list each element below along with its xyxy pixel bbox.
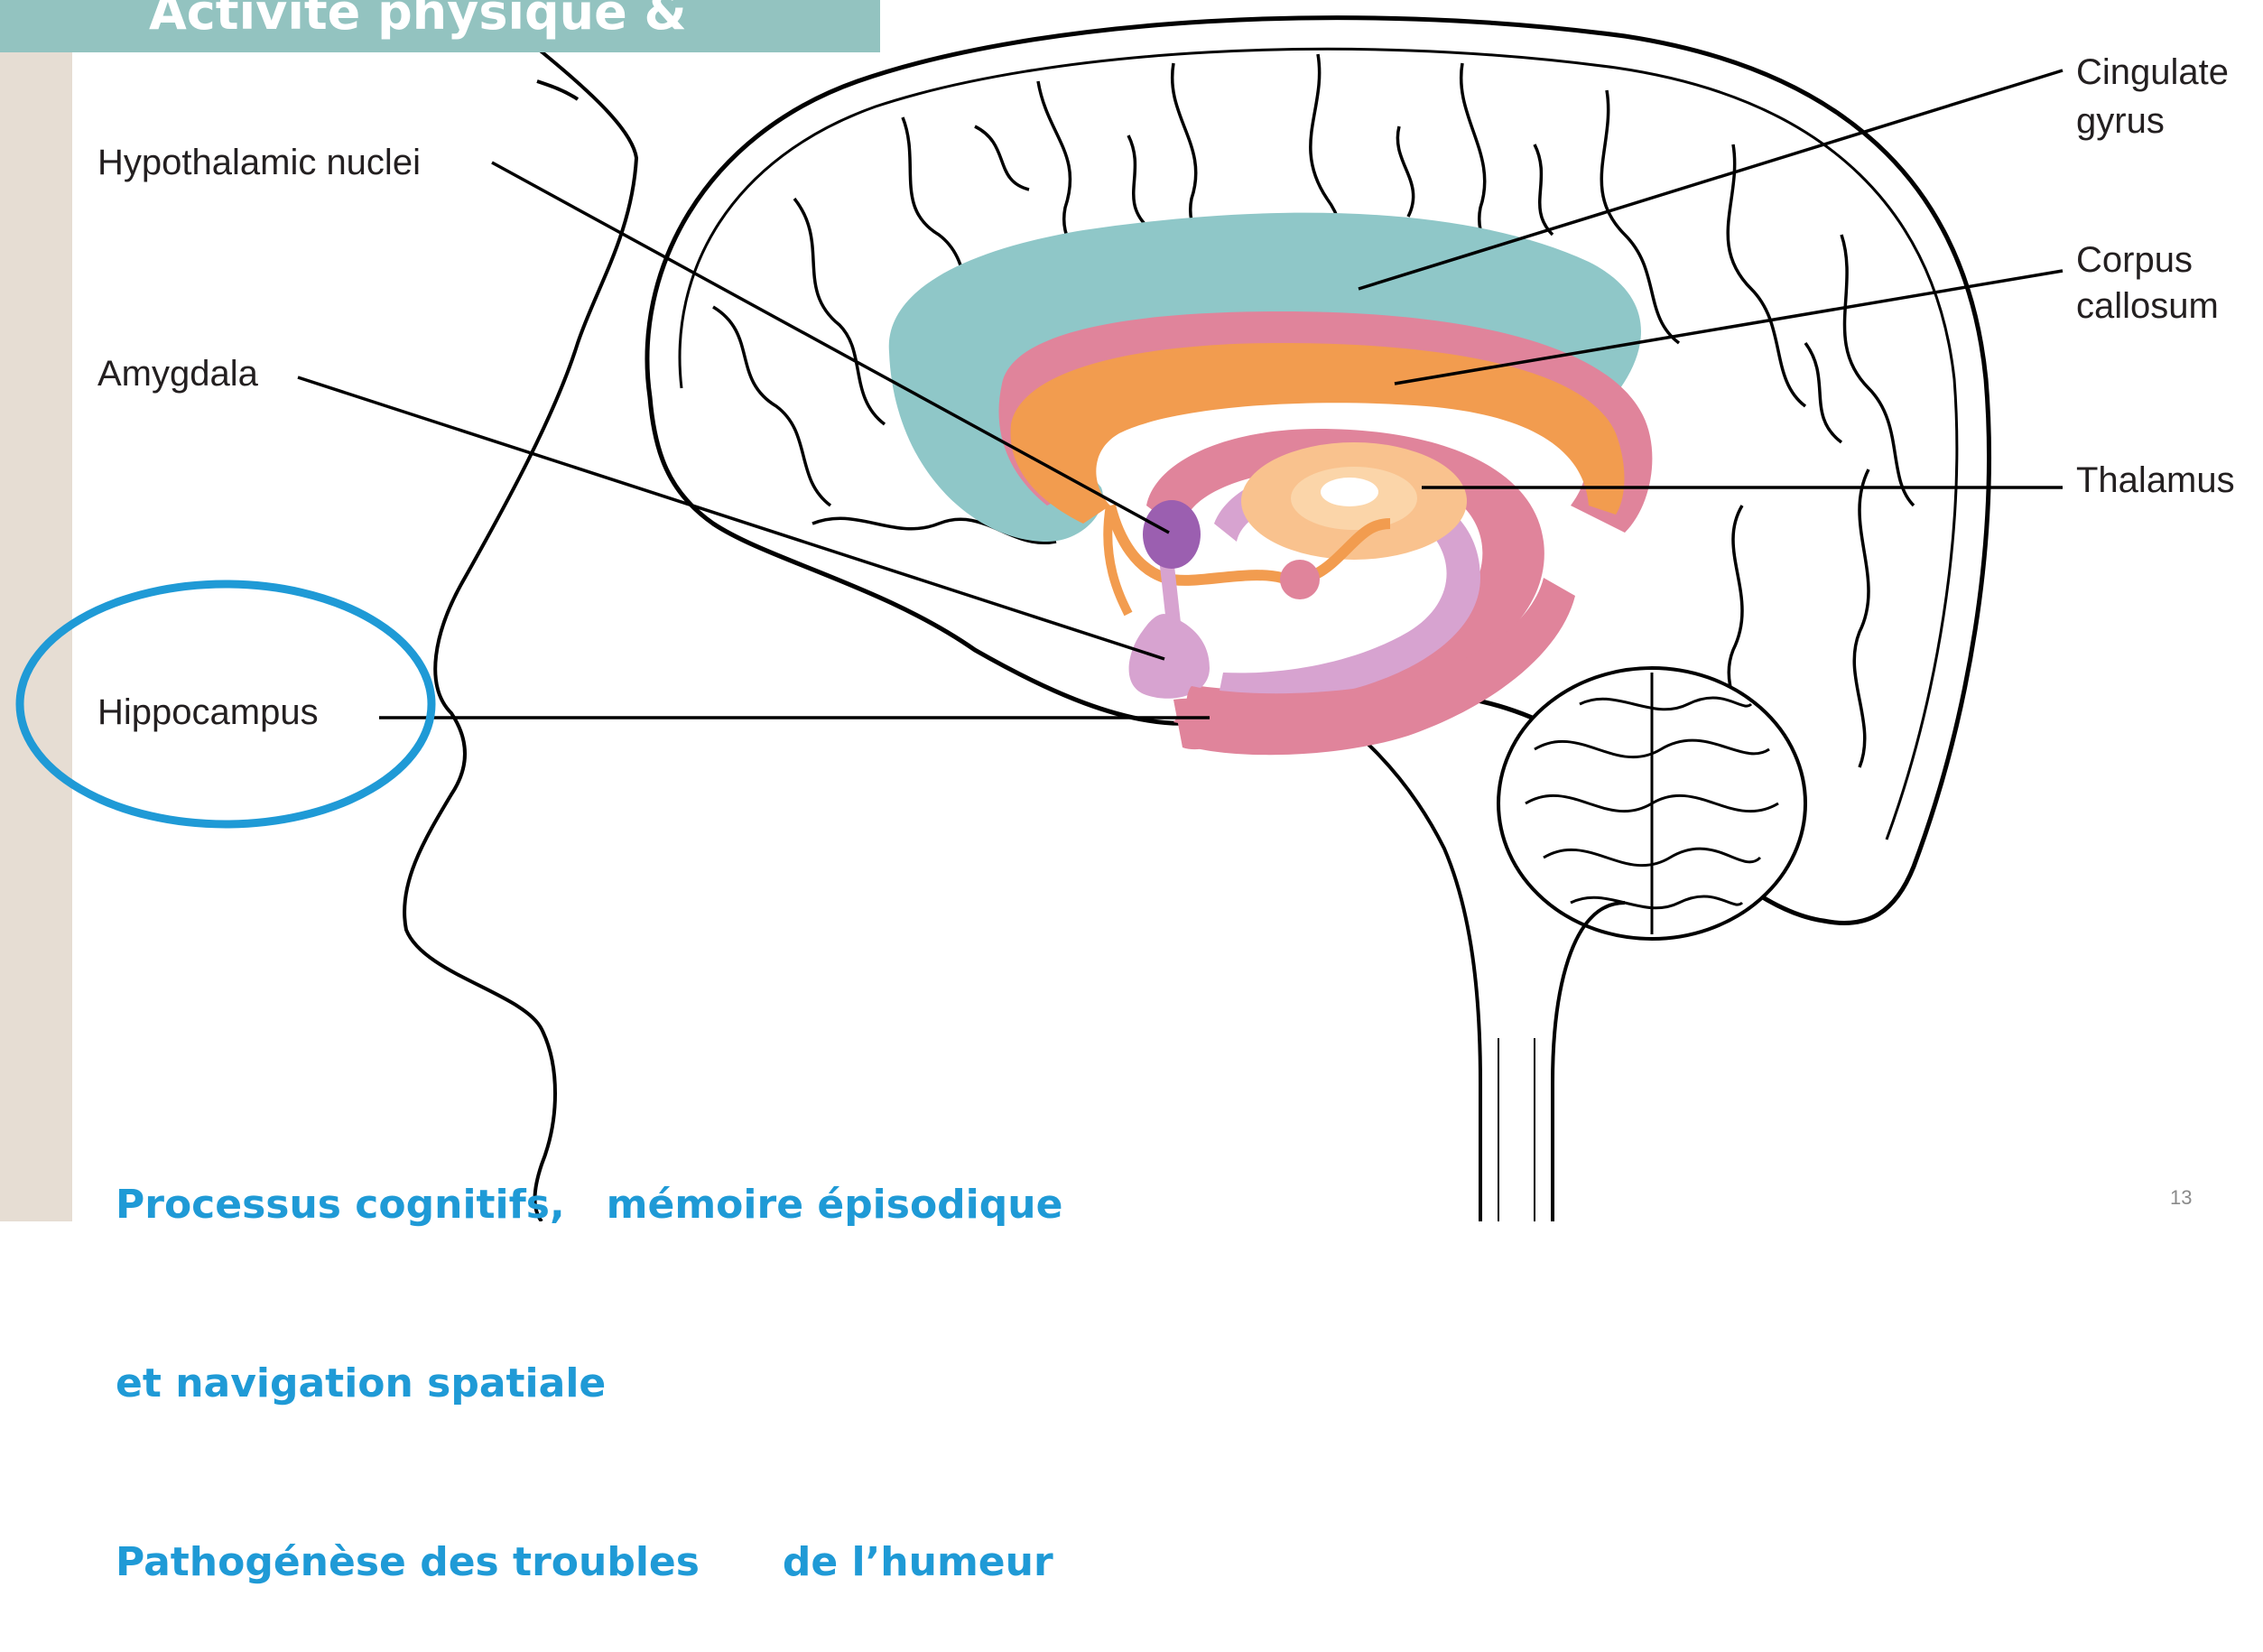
face-detail	[537, 81, 578, 99]
label-hippocampus: Hippocampus	[97, 691, 319, 734]
label-corpus-callosum-line1: Corpus	[2076, 238, 2193, 282]
page-number: 13	[2170, 1186, 2192, 1210]
label-amygdala: Amygdala	[97, 352, 258, 395]
hypothalamic-nuclei	[1143, 500, 1201, 569]
title-banner: Activité physique &	[0, 0, 880, 52]
caption-line-1: Processus cognitifs, mémoire épisodique	[116, 1175, 1062, 1235]
cerebellum	[1498, 668, 1805, 939]
head-profile	[404, 41, 636, 1221]
label-thalamus: Thalamus	[2076, 459, 2235, 502]
label-cingulate-gyrus-line1: Cingulate	[2076, 51, 2229, 94]
caption-line-3: Pathogénèse des troubles de l’humeur	[116, 1533, 1062, 1592]
slide-title: Activité physique &	[149, 0, 687, 41]
label-cingulate-gyrus-line2: gyrus	[2076, 99, 2165, 143]
caption-line-2: et navigation spatiale	[116, 1354, 1062, 1414]
caption-text: Processus cognitifs, mémoire épisodique …	[116, 1056, 1062, 1652]
label-hypothalamic-nuclei: Hypothalamic nuclei	[97, 141, 421, 184]
label-corpus-callosum-line2: callosum	[2076, 284, 2219, 328]
